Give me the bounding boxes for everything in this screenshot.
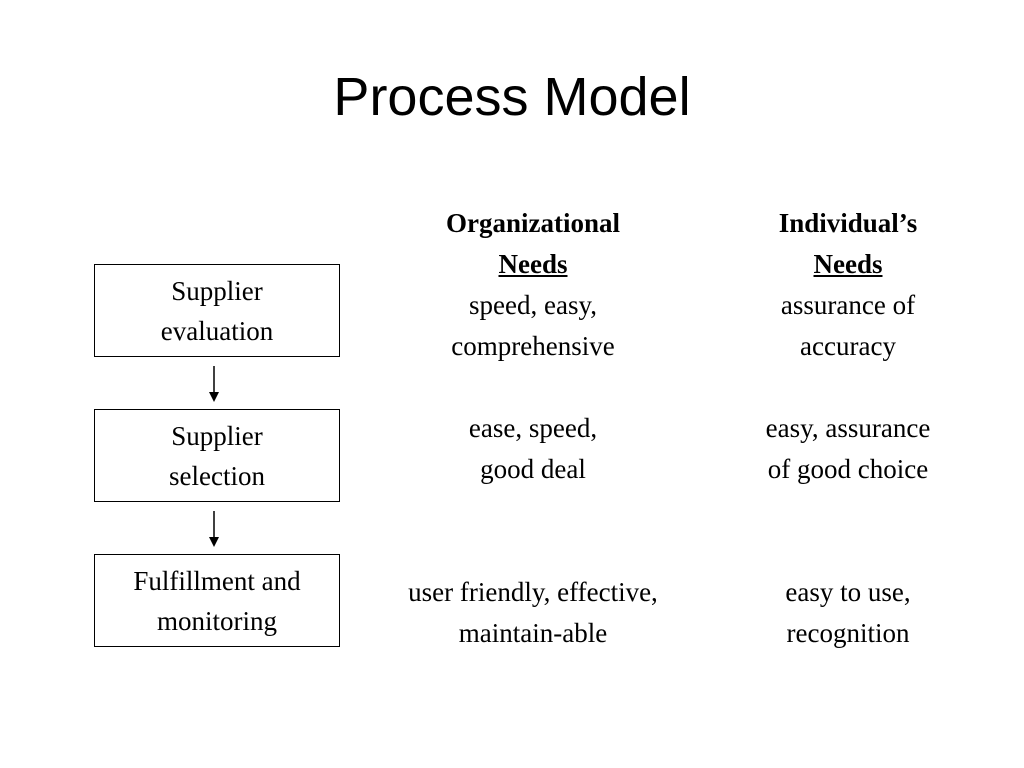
step-box-supplier-selection: Supplier selection [94, 409, 340, 502]
step-box-fulfillment-monitoring: Fulfillment and monitoring [94, 554, 340, 647]
heading-underlined: Needs [813, 249, 883, 279]
org-needs-fulfillment: user friendly, effective, maintain-able [408, 577, 658, 648]
step-label: Supplier selection [169, 420, 265, 491]
ind-needs-fulfillment: easy to use, recognition [785, 577, 911, 648]
slide-title: Process Model [333, 67, 691, 127]
heading-underlined: Needs [498, 249, 568, 279]
step-label: Fulfillment and monitoring [133, 565, 301, 636]
step-label: Supplier evaluation [160, 275, 274, 346]
ind-needs-selection: easy, assurance of good choice [765, 413, 931, 484]
ind-needs-evaluation: assurance of accuracy [780, 290, 916, 361]
step-box-supplier-evaluation: Supplier evaluation [94, 264, 340, 357]
org-needs-selection: ease, speed, good deal [468, 413, 598, 484]
heading-line: Individual’s [778, 208, 918, 238]
column-heading-organizational: Organizational Needs [363, 203, 703, 285]
down-arrow-icon [209, 511, 219, 547]
down-arrow-icon [209, 366, 219, 402]
heading-line: Organizational [446, 208, 620, 238]
column-heading-individual: Individual’s Needs [716, 203, 980, 285]
org-needs-evaluation: speed, easy, comprehensive [451, 290, 615, 361]
